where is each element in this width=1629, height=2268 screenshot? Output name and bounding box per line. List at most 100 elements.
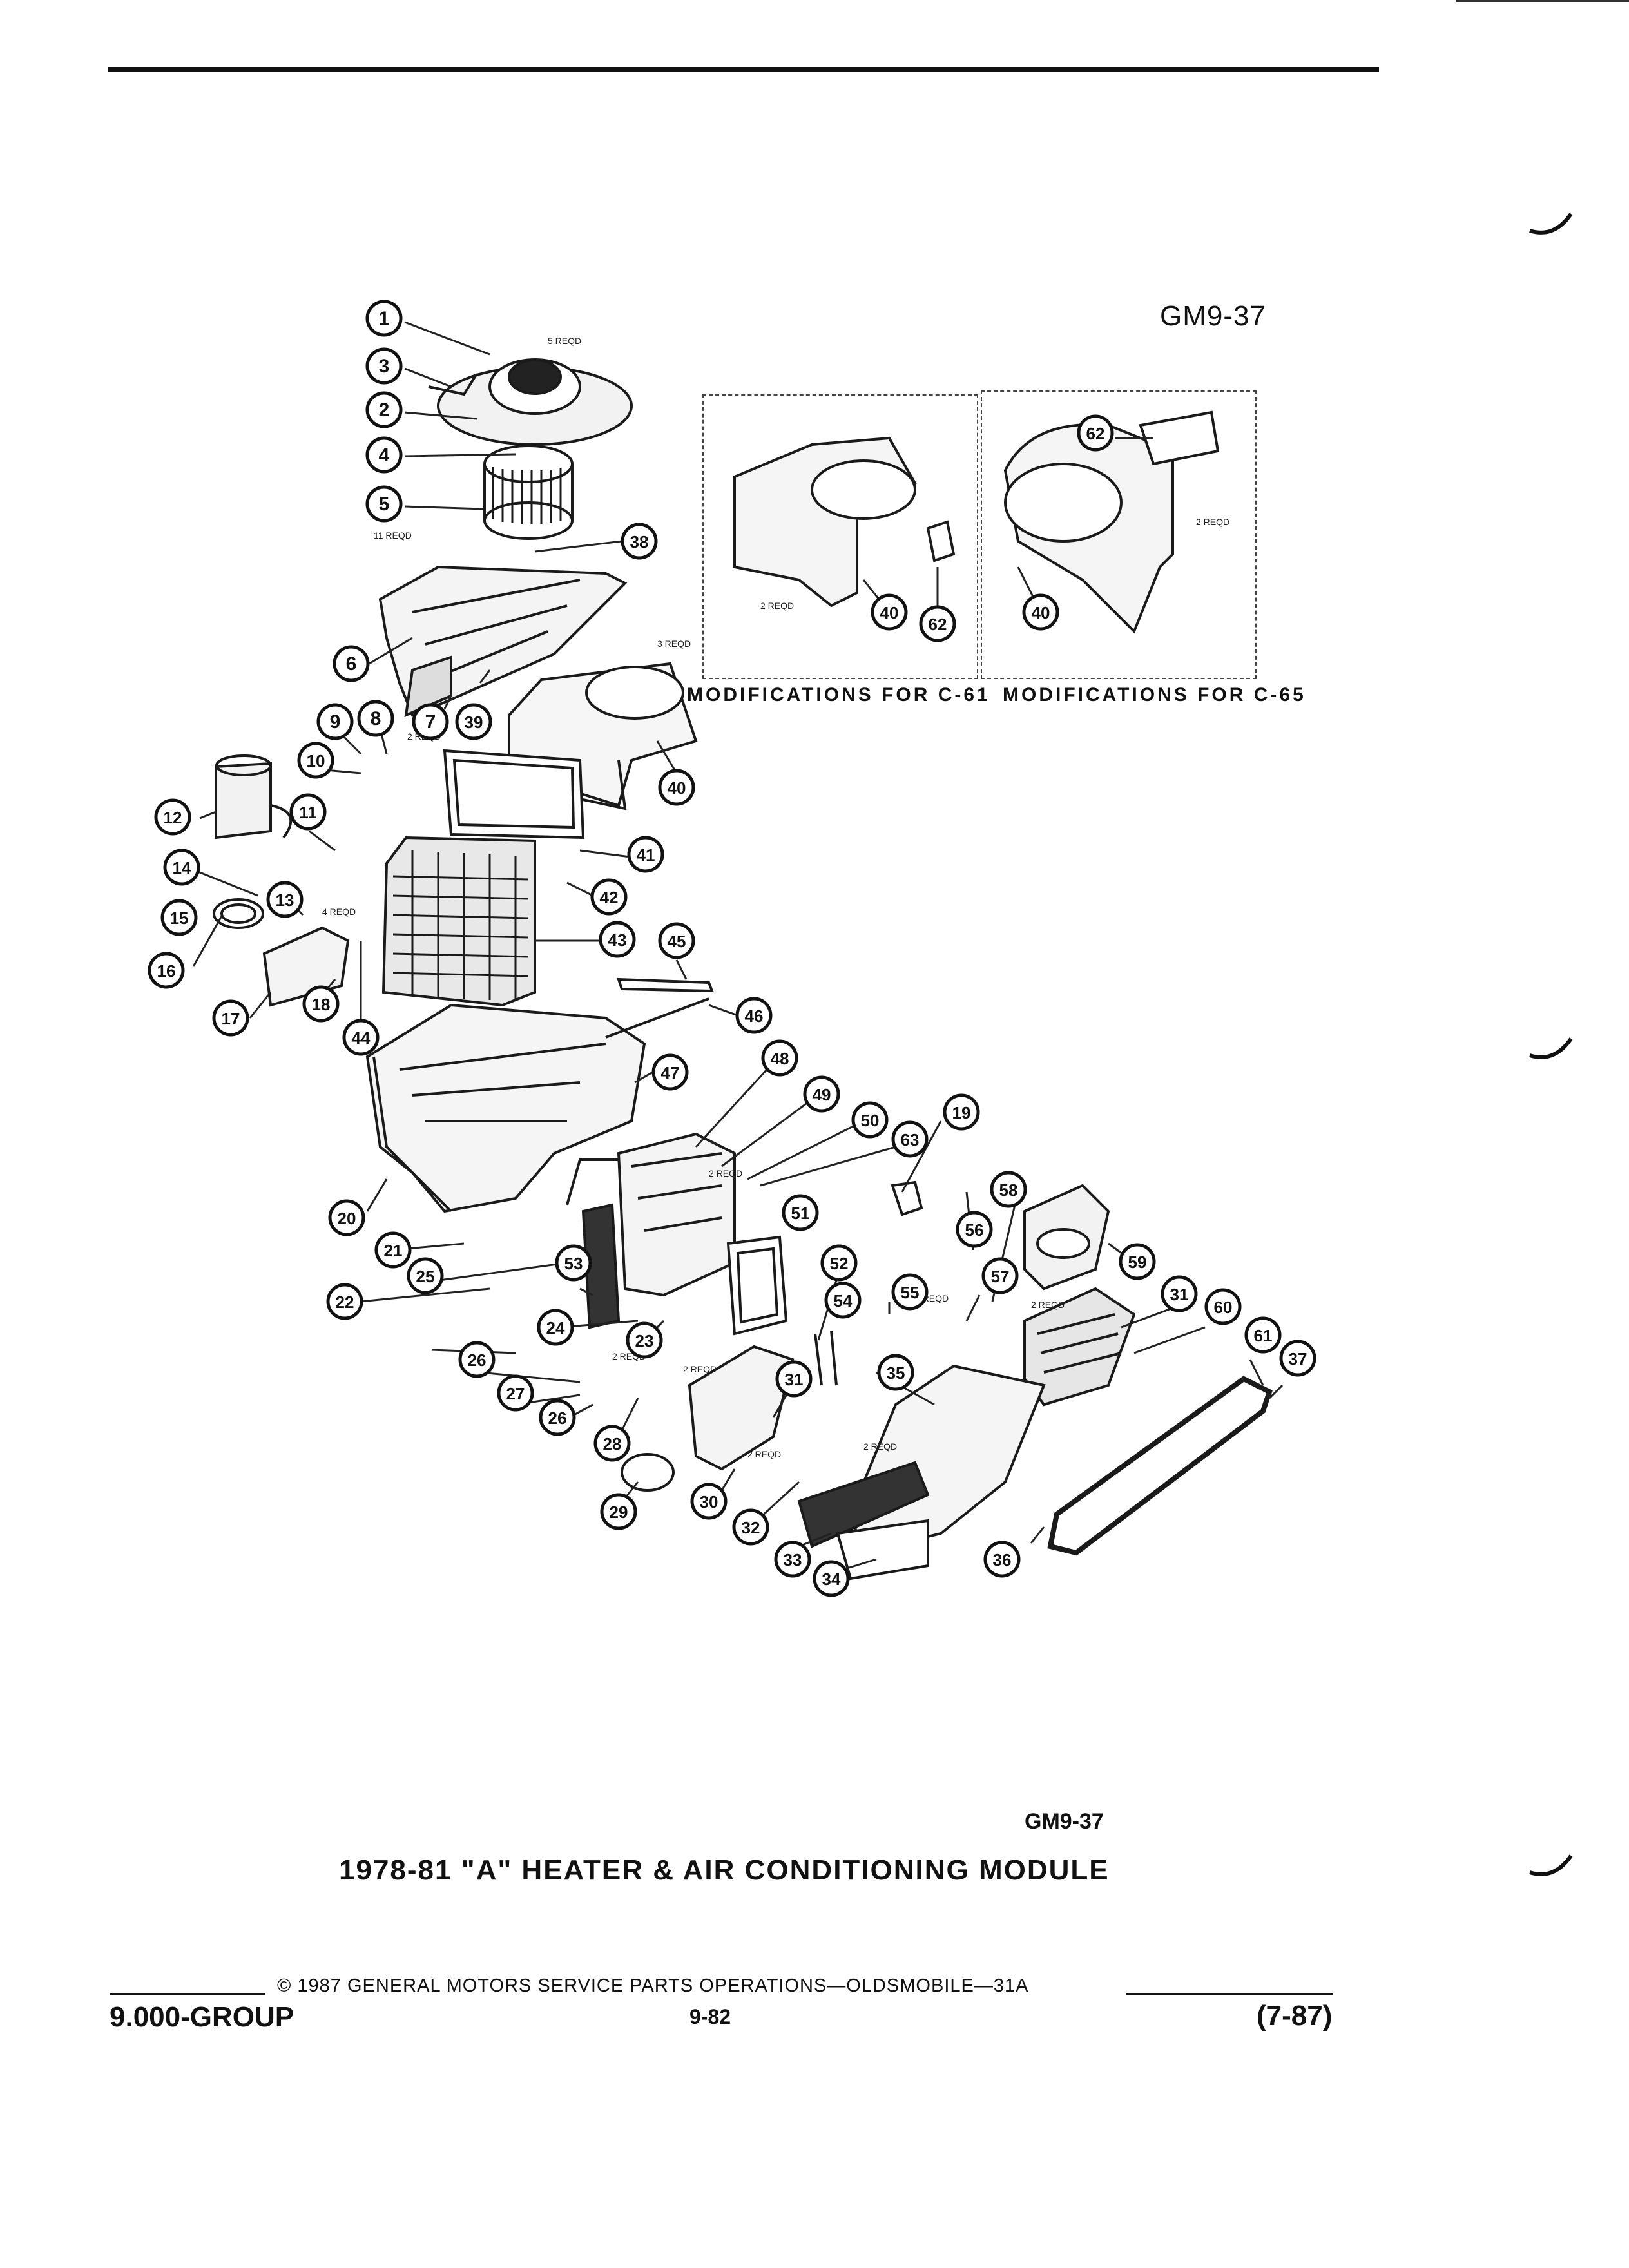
callout-number: 49 — [813, 1085, 831, 1104]
callout-33: 33 — [774, 1541, 811, 1578]
callout-61: 61 — [1244, 1316, 1282, 1354]
callout-number: 50 — [861, 1111, 880, 1130]
callout-58: 58 — [990, 1171, 1027, 1208]
callout-circle — [555, 1244, 592, 1282]
callout-number: 61 — [1254, 1326, 1273, 1345]
callout-42: 42 — [590, 878, 628, 916]
callout-number: 40 — [1032, 603, 1050, 622]
callout-number: 39 — [465, 713, 483, 732]
inset-frame-c61 — [702, 394, 978, 679]
callout-number: 18 — [312, 995, 331, 1014]
callout-number: 26 — [468, 1350, 487, 1370]
callout-circle — [412, 703, 449, 740]
callout-16: 16 — [148, 952, 185, 989]
callout-circle — [761, 1039, 798, 1077]
callout-number: 3 — [379, 356, 390, 377]
callout-43: 43 — [599, 921, 636, 958]
callout-number: 34 — [822, 1570, 841, 1589]
callout-number: 48 — [771, 1049, 789, 1068]
callout-number: 9 — [330, 711, 341, 733]
callout-62: 62 — [1077, 414, 1114, 452]
callout-circle — [333, 645, 370, 682]
callout-26: 26 — [458, 1341, 496, 1378]
callout-60: 60 — [1204, 1288, 1242, 1325]
callout-number: 28 — [603, 1434, 622, 1454]
callout-50: 50 — [851, 1101, 889, 1139]
callout-number: 6 — [346, 653, 357, 675]
callout-52: 52 — [820, 1244, 858, 1282]
callout-circle — [891, 1120, 929, 1158]
callout-circle — [1279, 1340, 1316, 1377]
upper-case-drawing — [378, 565, 628, 718]
callout-circle — [627, 836, 664, 873]
callout-38: 38 — [621, 523, 658, 560]
callout-number: 45 — [668, 932, 686, 951]
callout-19: 19 — [943, 1093, 980, 1131]
callout-number: 16 — [157, 961, 176, 981]
callout-circle — [658, 769, 695, 806]
door-52-drawing — [726, 1235, 788, 1336]
callout-circle — [813, 1560, 850, 1597]
callout-31: 31 — [1161, 1275, 1198, 1312]
callout-circle — [537, 1309, 574, 1346]
footer-rule-left — [110, 1993, 265, 1995]
inset-caption-c65: MODIFICATIONS FOR C-65 — [1003, 684, 1306, 706]
evaporator-core-drawing — [381, 836, 536, 1007]
callout-number: 20 — [338, 1209, 356, 1228]
callout-15: 15 — [160, 899, 198, 936]
callout-number: 29 — [610, 1503, 628, 1522]
callout-circle — [919, 605, 956, 642]
qty-note: 2 REQD — [747, 1449, 781, 1459]
heater-housing-drawing — [617, 1132, 736, 1297]
callout-49: 49 — [803, 1075, 840, 1113]
qty-note: 2 REQD — [1031, 1300, 1065, 1310]
callout-circle — [1119, 1243, 1156, 1280]
callout-18: 18 — [302, 985, 340, 1023]
callout-25: 25 — [407, 1257, 444, 1294]
callout-46: 46 — [735, 997, 773, 1034]
callout-51: 51 — [782, 1194, 819, 1231]
callout-circle — [599, 921, 636, 958]
callout-number: 24 — [546, 1318, 565, 1338]
callout-circle — [357, 700, 394, 737]
callout-28: 28 — [593, 1425, 631, 1462]
callout-number: 23 — [635, 1331, 654, 1350]
callout-number: 30 — [700, 1492, 718, 1512]
callout-number: 21 — [384, 1241, 403, 1260]
callout-20: 20 — [328, 1199, 365, 1236]
callout-56: 56 — [956, 1211, 993, 1248]
callout-circle — [497, 1374, 534, 1412]
callout-number: 55 — [901, 1283, 920, 1302]
callout-44: 44 — [342, 1019, 380, 1056]
callout-number: 11 — [299, 803, 317, 822]
figure-code-top: GM9-37 — [1160, 300, 1266, 332]
rod-45-drawing — [605, 997, 709, 1039]
callout-21: 21 — [374, 1231, 412, 1269]
qty-note: 2 REQD — [1196, 517, 1229, 527]
callout-circle — [154, 798, 191, 836]
callout-number: 1 — [379, 308, 390, 329]
callout-number: 62 — [1086, 424, 1105, 443]
callout-circle — [316, 703, 354, 740]
margin-tick-mark — [1529, 1037, 1573, 1059]
callout-number: 26 — [548, 1408, 567, 1428]
callout-number: 33 — [784, 1550, 802, 1570]
callout-number: 14 — [173, 858, 191, 878]
margin-tick-mark — [1529, 1854, 1573, 1876]
callout-circle — [732, 1508, 769, 1546]
callout-3: 3 — [365, 347, 403, 385]
module-gasket-drawing — [1047, 1376, 1273, 1556]
callout-55: 55 — [891, 1273, 929, 1311]
callout-number: 36 — [993, 1550, 1012, 1570]
callout-41: 41 — [627, 836, 664, 873]
callout-circle — [1244, 1316, 1282, 1354]
callout-30: 30 — [690, 1483, 728, 1520]
copyright-text: © 1987 GENERAL MOTORS SERVICE PARTS OPER… — [277, 1975, 1029, 1996]
callout-number: 13 — [276, 890, 294, 910]
callout-59: 59 — [1119, 1243, 1156, 1280]
blower-motor-drawing — [428, 358, 633, 446]
seal-ring-drawing — [621, 1453, 675, 1492]
callout-number: 10 — [307, 751, 325, 771]
quantity-notes: 5 REQD 11 REQD 3 REQD 2 REQD 4 REQD 2 RE… — [322, 336, 1229, 1459]
